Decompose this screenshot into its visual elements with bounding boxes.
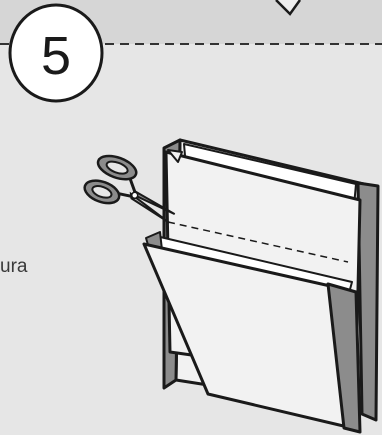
cut-off-instruction-text: ura [0,256,40,286]
step-number-badge: 5 [10,5,102,101]
step-number: 5 [41,26,71,86]
folded-pocket-illustration [144,140,378,432]
